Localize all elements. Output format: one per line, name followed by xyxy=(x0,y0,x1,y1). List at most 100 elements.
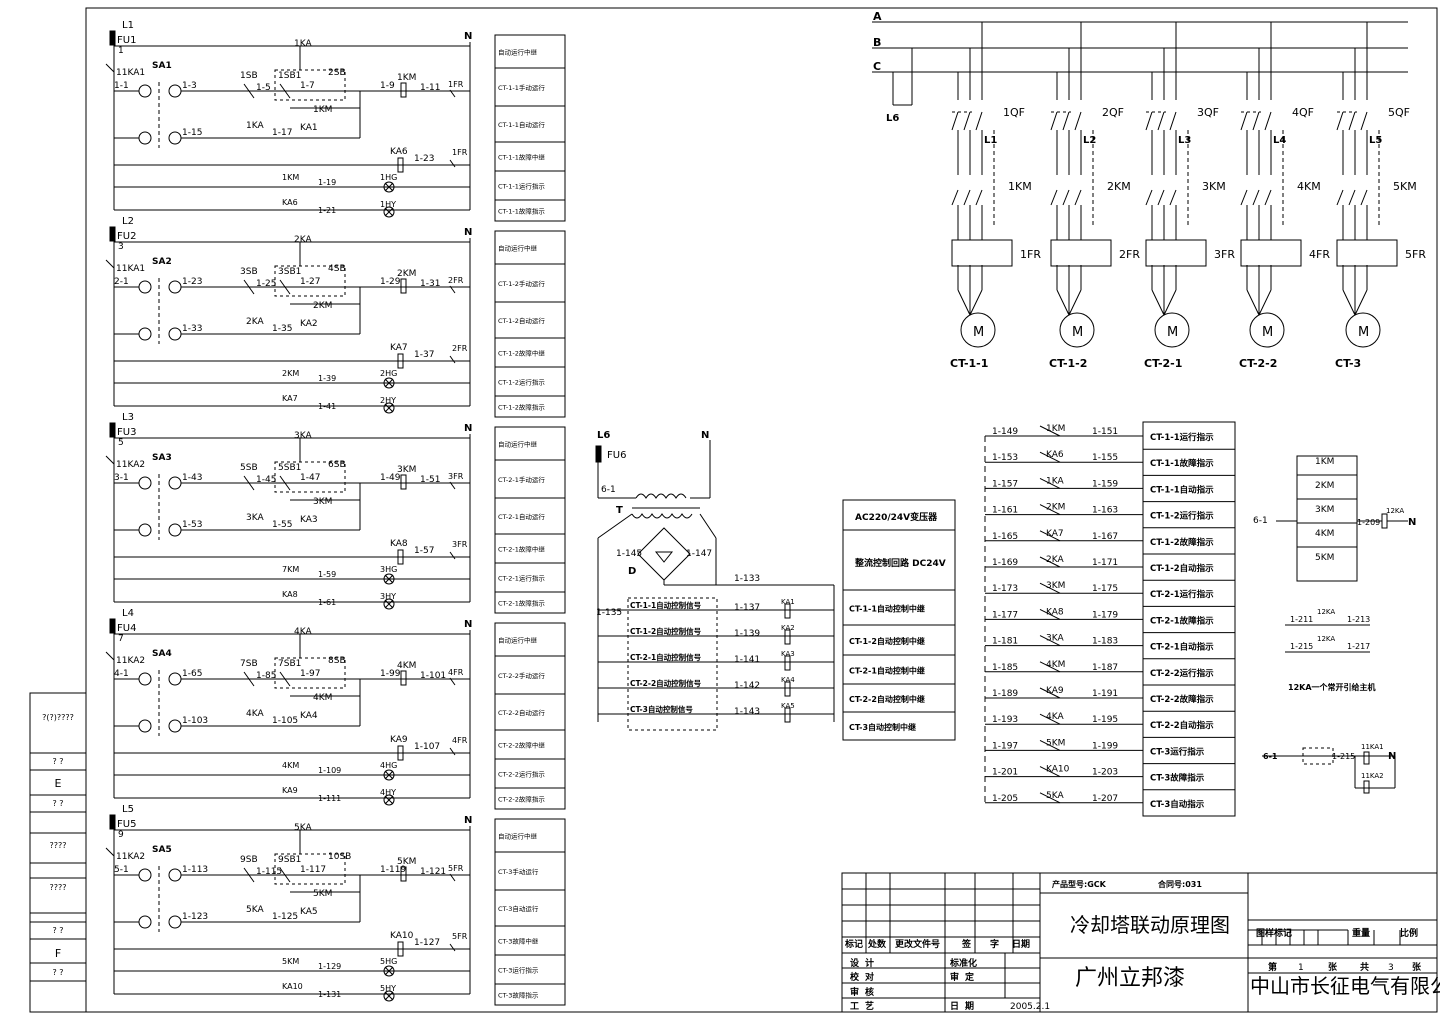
dc-node-label: 1-137 xyxy=(734,603,760,613)
node-label: 1-23 xyxy=(182,277,202,287)
terminal-in: 1-177 xyxy=(992,610,1018,620)
function-box-label: 自动运行中继 xyxy=(498,244,538,253)
contactor-pole xyxy=(1336,189,1344,206)
contactor-pole xyxy=(963,189,971,206)
function-box-label: CT-2-1运行指示 xyxy=(498,574,545,583)
aux-node: 1-215 xyxy=(1332,752,1355,761)
indication-label: CT-2-1自动指示 xyxy=(1150,642,1214,653)
auto-contact-label: 5KA xyxy=(246,905,264,915)
node-label: 1-97 xyxy=(300,669,320,679)
fuse-node: 1 xyxy=(118,46,124,56)
fault-lamp-label: 5HY xyxy=(380,984,396,993)
terminal-contact xyxy=(1039,530,1061,542)
fault-relay-coil xyxy=(397,353,404,369)
button-enclosure xyxy=(274,853,346,885)
relay-coil xyxy=(784,629,791,645)
dc-box-label: 整流控制回路 DC24V xyxy=(854,557,946,569)
coil-label: 3KM xyxy=(397,465,416,475)
auto-relay-label: KA2 xyxy=(300,319,318,329)
breaker-pole xyxy=(1348,111,1356,131)
overload-contact xyxy=(449,873,456,882)
overload-label: 3FR xyxy=(452,540,468,549)
node-label: 1-23 xyxy=(414,154,434,164)
node-label: 1-109 xyxy=(318,766,341,775)
supply-tap-label: L6 xyxy=(886,113,899,124)
aux-device: 12KA xyxy=(1317,608,1335,616)
fuse-label: FU3 xyxy=(117,427,136,438)
hold-contact-label: 4KM xyxy=(313,693,332,703)
contactor-pole xyxy=(1062,189,1070,206)
auto-contact-label: 3KA xyxy=(246,513,264,523)
node-label: 1-9 xyxy=(380,81,395,91)
node-label: 1-117 xyxy=(300,865,326,875)
function-box-label: CT-2-2自动运行 xyxy=(498,708,545,717)
dc-function-box xyxy=(842,499,956,741)
terminal-in: 1-149 xyxy=(992,427,1018,437)
interlock-label: 11KA2 xyxy=(116,460,145,470)
transformer-primary xyxy=(635,493,687,499)
start-button-label: 1SB1 xyxy=(278,71,301,81)
run-lamp xyxy=(383,769,395,781)
terminal-contact xyxy=(1039,608,1061,620)
node-label: 1-115 xyxy=(256,867,282,877)
node-label: 1-99 xyxy=(380,669,401,679)
fault-relay-coil xyxy=(397,157,404,173)
weight-label: 重量 xyxy=(1352,927,1370,939)
function-box-label: CT-2-2故障指示 xyxy=(498,795,545,804)
wire xyxy=(597,513,633,539)
node-label: 1-3 xyxy=(182,81,197,91)
breaker-label: 5QF xyxy=(1388,106,1410,119)
terminal-in: 1-185 xyxy=(992,663,1018,673)
motor-symbol: M xyxy=(1072,325,1083,340)
node-label: 1-27 xyxy=(300,277,320,287)
contactor-coil xyxy=(400,474,407,490)
function-box-label: 自动运行中继 xyxy=(498,832,538,841)
signal-label: CT-2-2自动控制信号 xyxy=(630,678,702,688)
indication-label: CT-2-2自动指示 xyxy=(1150,720,1214,731)
motor-name: CT-2-1 xyxy=(1144,357,1182,370)
overload-label: 4FR xyxy=(1309,248,1330,261)
terminal-in: 1-205 xyxy=(992,794,1018,804)
overload-label: 3FR xyxy=(448,472,464,481)
fault-lamp xyxy=(383,402,395,414)
dc-box-label: CT-1-1自动控制中继 xyxy=(849,604,925,614)
title-block-frame xyxy=(841,872,1438,1013)
node-label: 1-49 xyxy=(380,473,401,483)
run-contact-label: 5KM xyxy=(282,957,299,966)
node-label: 1-65 xyxy=(182,669,202,679)
indication-label: CT-1-1故障指示 xyxy=(1150,458,1214,469)
function-box-column xyxy=(494,34,566,222)
relay-label: 5KA xyxy=(294,823,312,833)
aux-coil-label: 11KA2 xyxy=(1361,772,1384,780)
line-label: L4 xyxy=(122,608,134,619)
function-box-label: CT-2-1故障中继 xyxy=(498,545,545,554)
terminal-in: 1-193 xyxy=(992,715,1018,725)
interlock-contact xyxy=(105,847,115,857)
button-enclosure xyxy=(274,657,346,689)
fault-lamp-label: 3HY xyxy=(380,592,396,601)
node-label: 1-125 xyxy=(272,912,298,922)
terminal-out: 1-155 xyxy=(1092,453,1118,463)
control-circuit-3: L3FU35N11KA23-1SA31-431-533KA5SB1-455SB1… xyxy=(105,412,566,614)
overload-label: 5FR xyxy=(452,932,468,941)
stop-button-contact xyxy=(243,83,255,99)
stop-button-contact xyxy=(243,475,255,491)
margin-cell-text: ???? xyxy=(50,841,67,850)
function-box-label: CT-1-2自动运行 xyxy=(498,316,545,325)
start-button-label: 9SB1 xyxy=(278,855,301,865)
fault-relay-label: KA6 xyxy=(390,147,408,157)
interlock-label: 11KA1 xyxy=(116,68,145,78)
control-circuit-1: L1FU11N11KA11-1SA11-31-151KA1SB1-51SB11-… xyxy=(105,20,566,222)
start-button-label: 7SB1 xyxy=(278,659,301,669)
alt-button-label: 8SB xyxy=(328,656,346,666)
switch-pos1 xyxy=(138,280,152,294)
run-contact-label: 1KM xyxy=(282,173,299,182)
fault-lamp-label: 2HY xyxy=(380,396,396,405)
breaker-pole xyxy=(1145,111,1153,131)
coil-label: 2KM xyxy=(397,269,416,279)
contactor-pole xyxy=(1050,189,1058,206)
hold-contact-label: 3KM xyxy=(313,497,332,507)
indication-label: CT-1-1自动指示 xyxy=(1150,484,1214,495)
